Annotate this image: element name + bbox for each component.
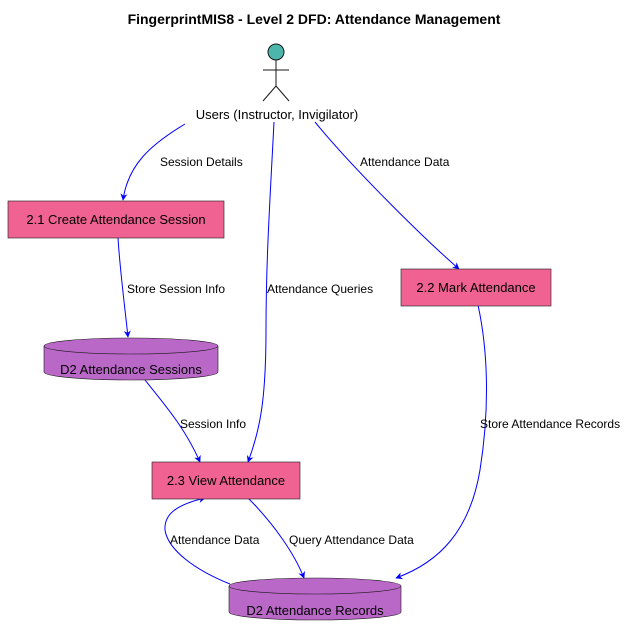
flow-attendance-data-out <box>164 496 231 585</box>
flow-session-info <box>144 379 201 463</box>
process-create-session: 2.1 Create Attendance Session <box>7 200 225 239</box>
actor-label: Users (Instructor, Invigilator) <box>196 107 359 122</box>
process-create-session-label: 2.1 Create Attendance Session <box>26 212 205 227</box>
label-store-session-info: Store Session Info <box>127 282 225 296</box>
label-attendance-data-in: Attendance Data <box>360 155 450 169</box>
label-store-attendance-records: Store Attendance Records <box>480 417 620 431</box>
store-attendance-records: D2 Attendance Records <box>228 577 402 621</box>
process-mark-attendance: 2.2 Mark Attendance <box>400 268 552 307</box>
process-view-attendance-label: 2.3 View Attendance <box>167 473 285 488</box>
process-mark-attendance-label: 2.2 Mark Attendance <box>416 280 535 295</box>
process-view-attendance: 2.3 View Attendance <box>151 461 301 500</box>
actor-head <box>267 43 285 61</box>
store-attendance-records-label: D2 Attendance Records <box>246 603 384 618</box>
actor-users: Users (Instructor, Invigilator) <box>196 43 359 122</box>
flow-store-session-info <box>117 237 131 338</box>
flow-attendance-queries <box>246 121 275 463</box>
flow-session-details <box>120 123 186 201</box>
label-session-details: Session Details <box>160 155 243 169</box>
flow-query-attendance-data <box>247 497 305 579</box>
store-attendance-sessions-label: D2 Attendance Sessions <box>60 362 202 377</box>
label-attendance-queries: Attendance Queries <box>267 282 373 296</box>
store-attendance-sessions: D2 Attendance Sessions <box>43 337 219 381</box>
label-attendance-data-out: Attendance Data <box>170 533 260 547</box>
flow-store-attendance-records <box>395 304 487 580</box>
stick-figure-icon <box>262 43 290 102</box>
label-session-info: Session Info <box>180 417 246 431</box>
label-query-attendance-data: Query Attendance Data <box>289 533 414 547</box>
diagram-title: FingerprintMIS8 - Level 2 DFD: Attendanc… <box>128 11 501 27</box>
flow-attendance-data-in <box>314 121 460 270</box>
